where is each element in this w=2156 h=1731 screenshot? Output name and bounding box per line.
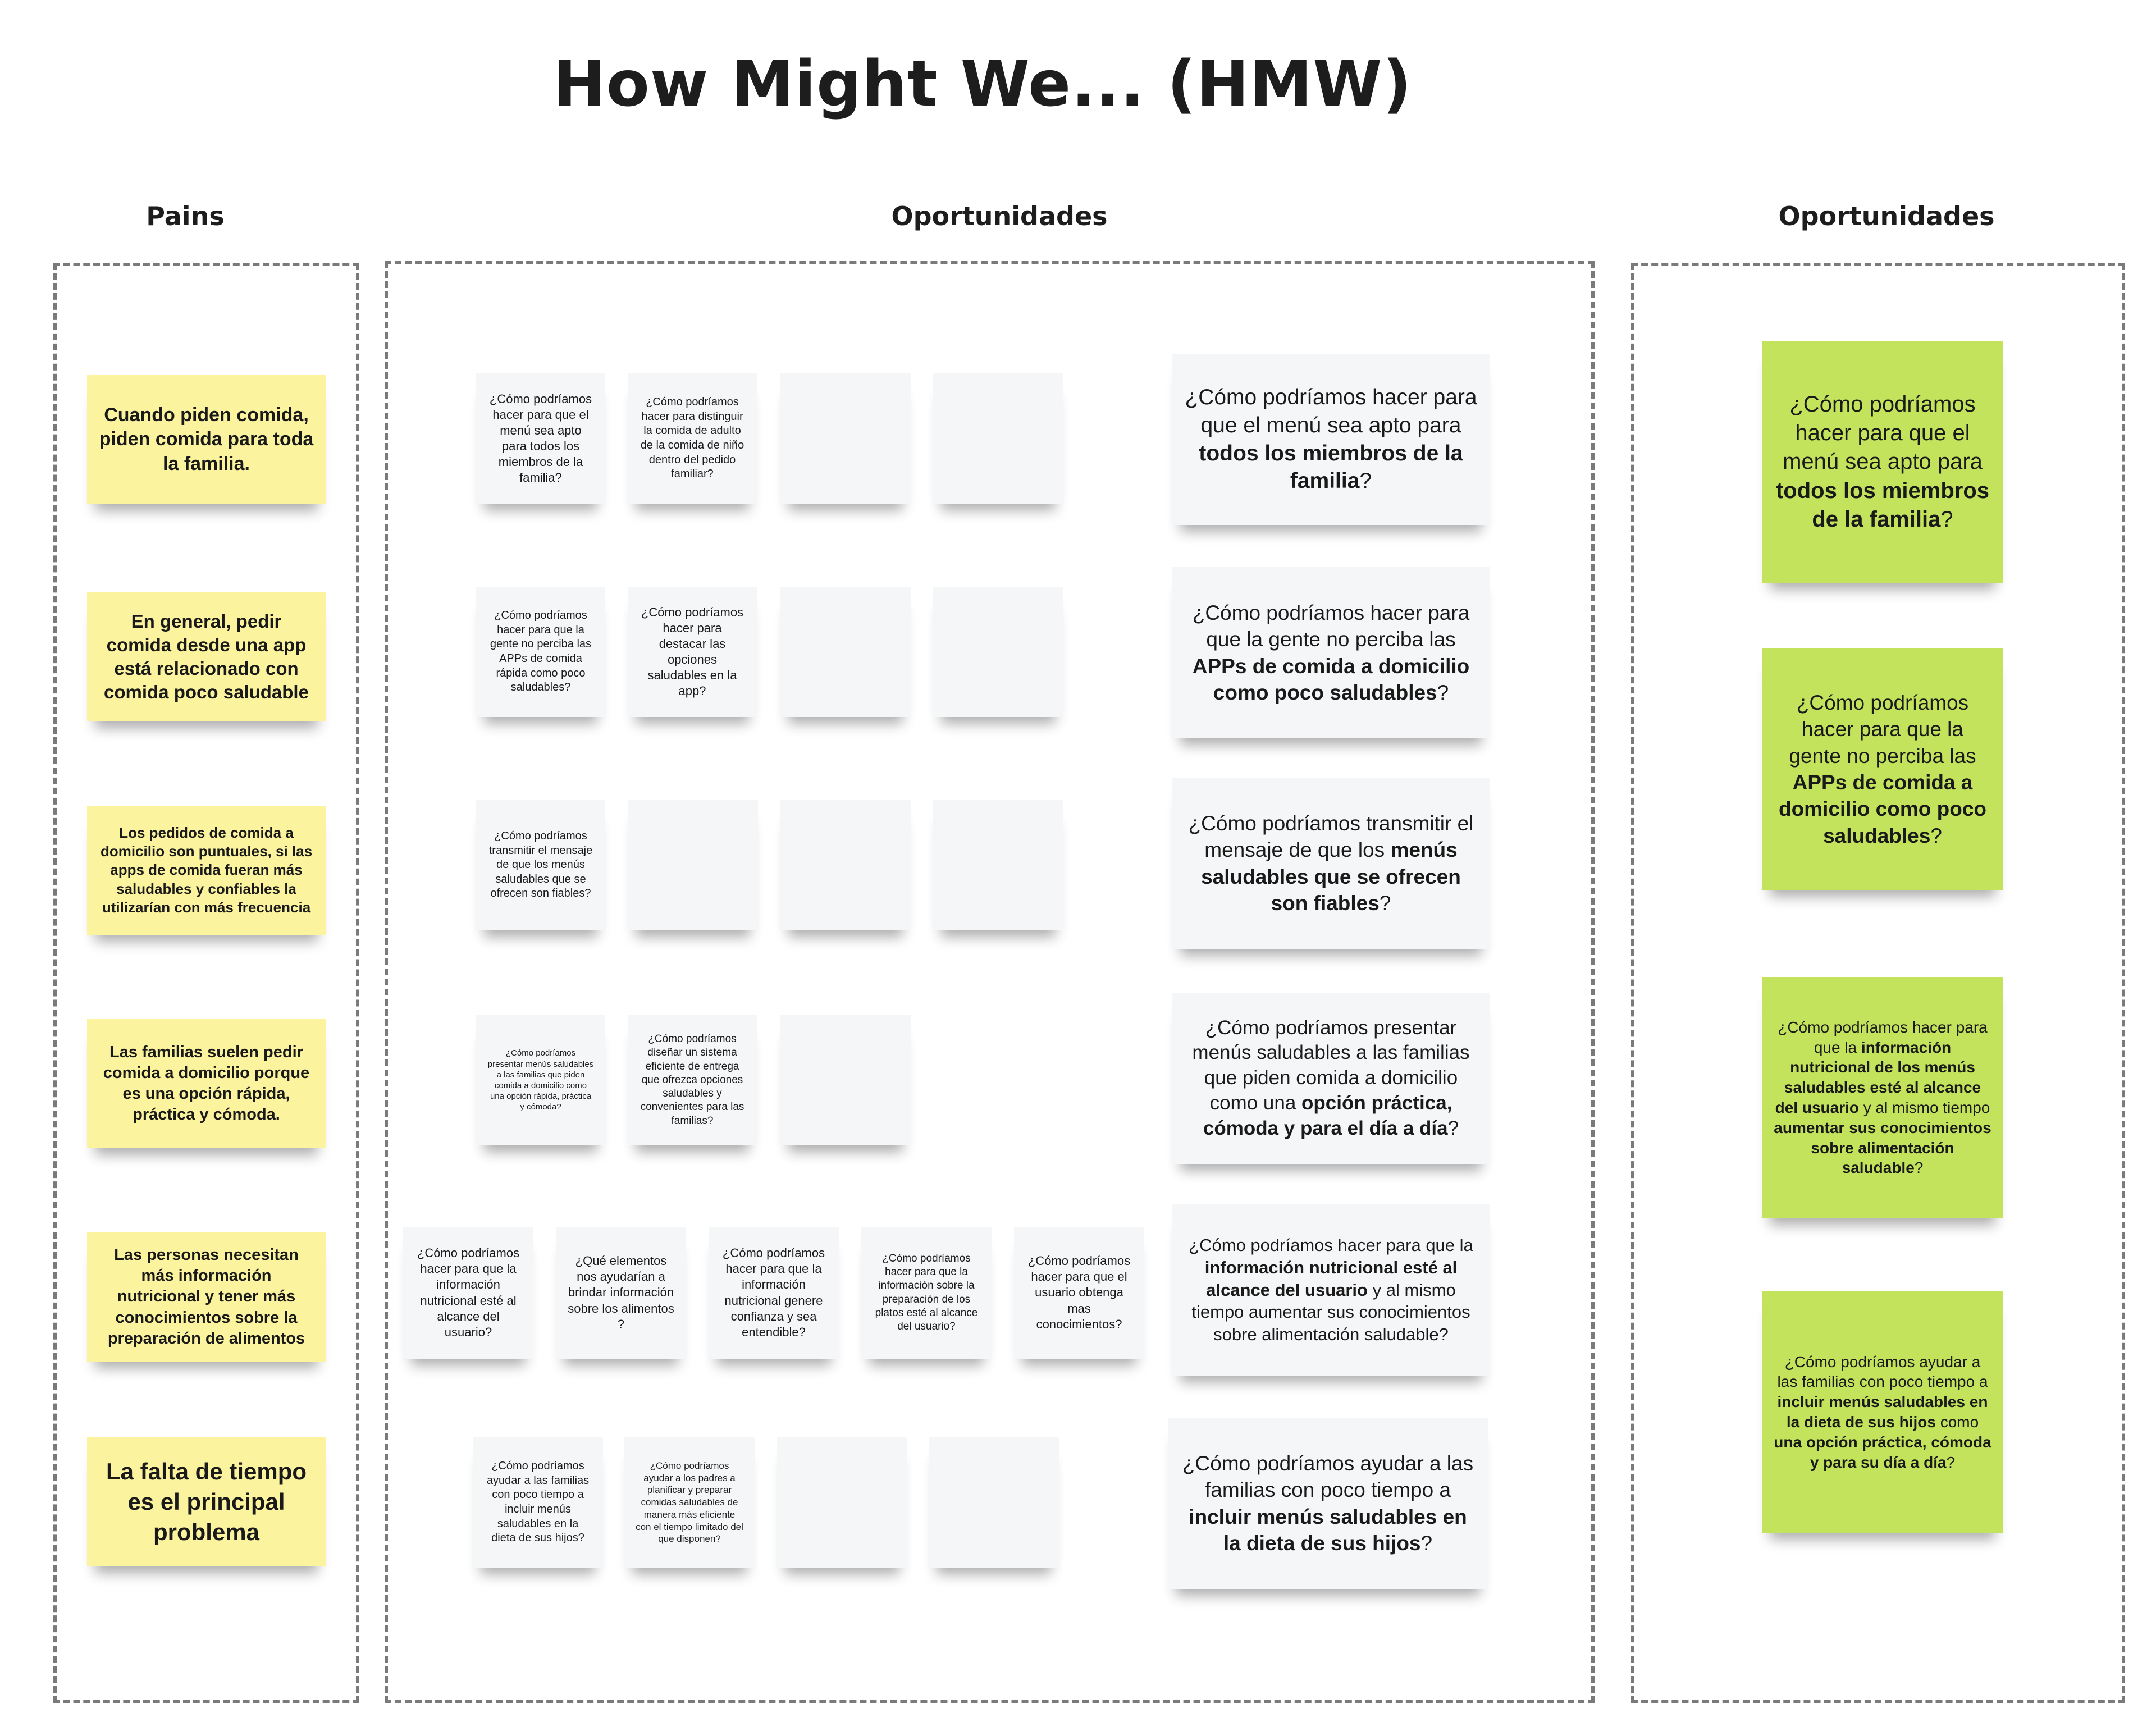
hmw-big-note[interactable]: ¿Cómo podríamos transmitir el mensaje de…	[1172, 778, 1490, 949]
hmw-small-note[interactable]: ¿Cómo podríamos hacer para que la inform…	[403, 1227, 533, 1359]
hmw-small-note[interactable]: ¿Cómo podríamos hacer para que la inform…	[861, 1227, 992, 1359]
hmw-small-note[interactable]: ¿Cómo podríamos hacer para que la gente …	[476, 587, 605, 717]
blank-note[interactable]	[780, 1015, 911, 1145]
hmw-small-note[interactable]: ¿Cómo podríamos ayudar a los padres a pl…	[624, 1437, 755, 1568]
blank-note[interactable]	[780, 373, 911, 504]
hmw-big-note[interactable]: ¿Cómo podríamos presentar menús saludabl…	[1172, 993, 1490, 1164]
blank-note[interactable]	[933, 800, 1063, 930]
pain-note[interactable]: Los pedidos de comida a domicilio son pu…	[87, 806, 326, 935]
hmw-green-note[interactable]: ¿Cómo podríamos hacer para que la inform…	[1762, 977, 2003, 1218]
pain-note[interactable]: Cuando piden comida, piden comida para t…	[87, 375, 326, 504]
hmw-green-note[interactable]: ¿Cómo podríamos ayudar a las familias co…	[1762, 1291, 2003, 1533]
hmw-big-note[interactable]: ¿Cómo podríamos hacer para que la inform…	[1172, 1204, 1490, 1376]
hmw-small-note[interactable]: ¿Cómo podríamos ayudar a las familias co…	[473, 1437, 603, 1568]
pains-header: Pains	[146, 201, 225, 231]
hmw-big-note[interactable]: ¿Cómo podríamos hacer para que la gente …	[1172, 567, 1490, 738]
blank-note[interactable]	[628, 800, 758, 930]
pain-note[interactable]: Las familias suelen pedir comida a domic…	[87, 1019, 326, 1148]
blank-note[interactable]	[780, 800, 911, 930]
hmw-small-note[interactable]: ¿Cómo podríamos hacer para distinguir la…	[628, 373, 757, 504]
blank-note[interactable]	[929, 1437, 1059, 1568]
hmw-green-note[interactable]: ¿Cómo podríamos hacer para que la gente …	[1762, 648, 2003, 890]
pains-frame	[53, 263, 359, 1703]
hmw-small-note[interactable]: ¿Qué elementos nos ayudarían a brindar i…	[556, 1227, 686, 1359]
blank-note[interactable]	[780, 587, 911, 717]
hmw-big-note[interactable]: ¿Cómo podríamos ayudar a las familias co…	[1168, 1418, 1488, 1589]
oportunidades-center-frame	[385, 261, 1595, 1703]
pain-note[interactable]: La falta de tiempo es el principal probl…	[87, 1437, 326, 1566]
board-title: How Might We... (HMW)	[553, 48, 1412, 121]
blank-note[interactable]	[933, 373, 1063, 504]
oportunidades-right-frame	[1631, 263, 2125, 1703]
hmw-small-note[interactable]: ¿Cómo podríamos hacer para que el usuari…	[1014, 1227, 1144, 1359]
hmw-small-note[interactable]: ¿Cómo podríamos presentar menús saludabl…	[476, 1015, 605, 1145]
blank-note[interactable]	[933, 587, 1063, 717]
hmw-small-note[interactable]: ¿Cómo podríamos hacer para que la inform…	[709, 1227, 839, 1359]
hmw-small-note[interactable]: ¿Cómo podríamos diseñar un sistema efici…	[628, 1015, 757, 1145]
oportunidades-right-header: Oportunidades	[1778, 201, 1995, 231]
pain-note[interactable]: Las personas necesitan más información n…	[87, 1232, 326, 1362]
hmw-small-note[interactable]: ¿Cómo podríamos hacer para destacar las …	[628, 587, 757, 717]
hmw-green-note[interactable]: ¿Cómo podríamos hacer para que el menú s…	[1762, 341, 2003, 583]
oportunidades-center-header: Oportunidades	[891, 201, 1108, 231]
hmw-small-note[interactable]: ¿Cómo podríamos hacer para que el menú s…	[476, 373, 605, 504]
hmw-big-note[interactable]: ¿Cómo podríamos hacer para que el menú s…	[1172, 354, 1490, 525]
pain-note[interactable]: En general, pedir comida desde una app e…	[87, 592, 326, 721]
blank-note[interactable]	[777, 1437, 907, 1568]
hmw-small-note[interactable]: ¿Cómo podríamos transmitir el mensaje de…	[476, 800, 605, 930]
